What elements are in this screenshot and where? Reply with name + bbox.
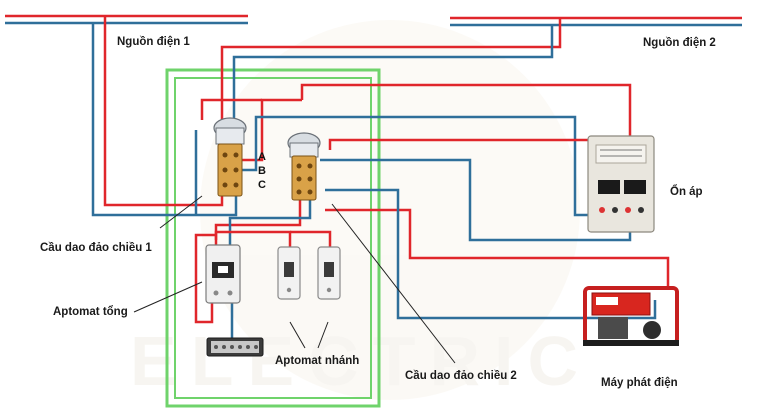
leader-branch-2 [317,321,329,349]
switch1-label: Cầu dao đảo chiều 1 [40,242,152,254]
source1-label: Nguồn điện 1 [117,36,190,48]
panel-inner-border [174,77,372,399]
leader-main-breaker [133,281,203,313]
stabilizer-out-neutral [320,158,632,242]
branch-breaker-1 [277,246,301,300]
switch1-to-stabilizer-live [228,98,302,162]
breaker-out-live [194,233,216,324]
stabilizer-label: Ổn áp [670,186,703,198]
changeover-switch-1 [213,117,247,197]
breaker-bus-live-2 [290,230,332,248]
switch2-label: Cầu dao đảo chiều 2 [405,370,517,382]
generator-label: Máy phát điện [601,377,678,389]
voltage-stabilizer [587,135,655,233]
changeover-switch-2 [287,132,321,201]
terminal-b-label: B [258,165,266,177]
branch-breaker-label: Aptomat nhánh [275,355,360,367]
generator [583,286,679,346]
terminal-block [206,337,264,357]
main-breaker-label: Aptomat tổng [53,306,128,318]
panel-outer-border [165,68,381,408]
terminal-a-label: A [258,151,266,163]
stabilizer-feed-live-2 [200,98,262,120]
switch1-to-stabilizer-neutral [236,115,598,217]
source2-label: Nguồn điện 2 [643,37,716,49]
leader-branch-1 [289,321,306,349]
generator-neutral-feed [325,188,657,320]
source1-neutral-drop [91,23,238,217]
svg-text:ELECTRIC: ELECTRIC [130,322,592,400]
main-breaker [205,244,241,304]
source2-live-drop [220,18,562,140]
source1-live-drop [103,16,224,207]
branch-breaker-2 [317,246,341,300]
generator-live-feed [325,208,670,290]
leader-switch1 [159,195,203,229]
terminal-c-label: C [258,179,266,191]
leader-switch2 [331,203,456,364]
